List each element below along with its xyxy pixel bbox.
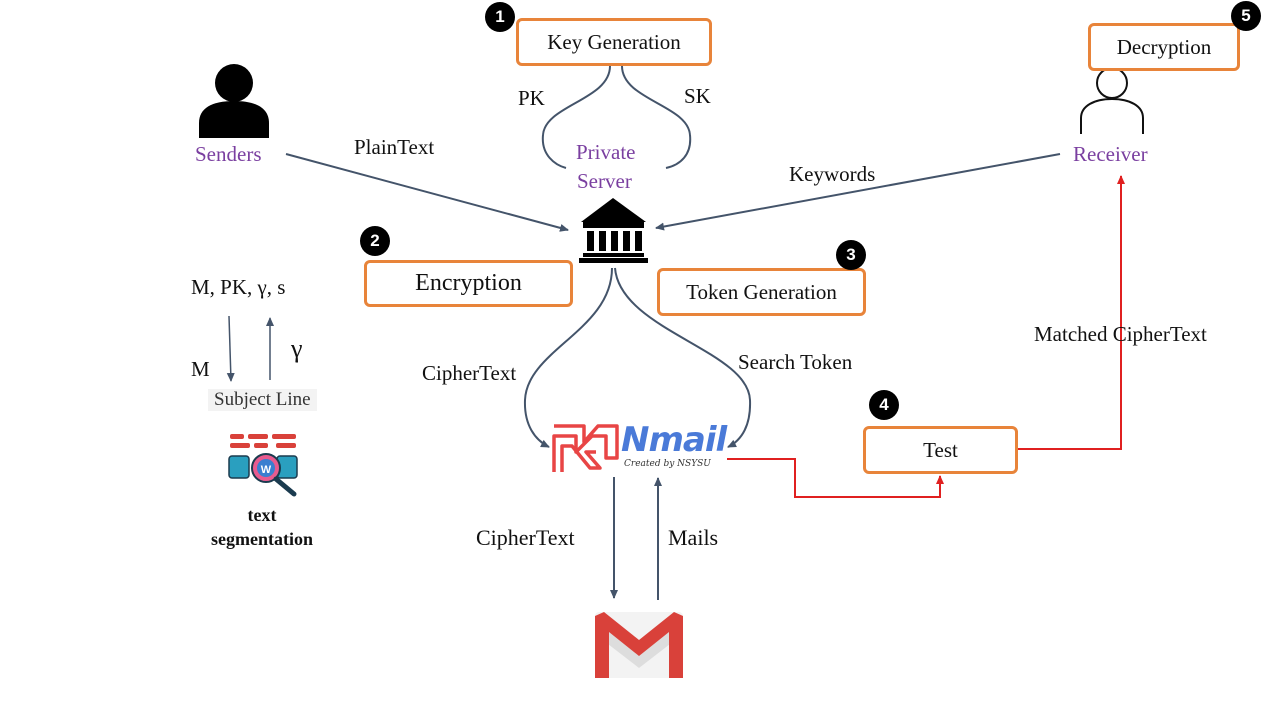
matched-ciphertext-label: Matched CipherText [1034, 322, 1207, 346]
gmail-icon [595, 612, 683, 678]
mails-label: Mails [668, 525, 719, 550]
ciphertext-gmail-label: CipherText [476, 525, 575, 550]
sk-label: SK [684, 84, 711, 108]
segmentation-gamma-label: γ [291, 334, 303, 363]
plaintext-label: PlainText [354, 135, 435, 159]
sk-curve [621, 65, 692, 169]
decryption-label: Decryption [1116, 34, 1212, 59]
test-box: Test [863, 426, 1018, 474]
senders-label: Senders [195, 142, 262, 166]
private-server-label-line1: Private [576, 140, 636, 164]
pk-label: PK [518, 86, 545, 110]
step-2-badge: 2 [360, 226, 390, 256]
private-server-label-line2: Server [577, 169, 632, 193]
pk-curve [541, 65, 611, 169]
test-to-receiver-path [1018, 175, 1125, 450]
receiver-label: Receiver [1073, 142, 1148, 166]
ciphertext-nmail-label: CipherText [422, 361, 517, 385]
bank-icon [579, 198, 648, 263]
subject-line-label: Subject Line [208, 389, 317, 411]
search-token-curve [614, 267, 752, 448]
segmentation-m-label: M [191, 357, 210, 381]
svg-text:W: W [261, 464, 272, 476]
key-generation-label: Key Generation [547, 29, 681, 54]
plaintext-arrow [285, 153, 569, 232]
text-segmentation-icon: W [228, 434, 298, 497]
nmail-credit-text: Created by NSYSU [624, 459, 711, 469]
step-4-badge: 4 [869, 390, 899, 420]
ciphertext-curve [523, 267, 613, 448]
encryption-box: Encryption [364, 260, 573, 307]
key-generation-box: Key Generation [516, 18, 712, 66]
step-5-badge: 5 [1231, 1, 1261, 31]
search-token-label: Search Token [738, 350, 853, 374]
decryption-box: Decryption [1088, 23, 1240, 71]
step-3-badge: 3 [836, 240, 866, 270]
token-generation-label: Token Generation [686, 279, 837, 304]
nmail-to-test-path [727, 458, 944, 498]
segmentation-inputs-label: M, PK, γ, s [191, 275, 286, 299]
keywords-arrow [655, 153, 1061, 231]
text-segmentation-caption-line1: text [247, 505, 277, 525]
receiver-person-icon [1080, 67, 1144, 134]
seg-down-arrow [226, 315, 235, 382]
keywords-label: Keywords [789, 162, 876, 186]
step-1-badge: 1 [485, 2, 515, 32]
test-label: Test [923, 437, 958, 462]
text-segmentation-caption-line2: segmentation [211, 529, 313, 549]
senders-person-icon [199, 64, 269, 138]
encryption-label: Encryption [415, 270, 522, 296]
nmail-brand-text: Nmail [621, 420, 727, 460]
token-generation-box: Token Generation [657, 268, 866, 316]
nmail-logo-mark [552, 424, 619, 472]
